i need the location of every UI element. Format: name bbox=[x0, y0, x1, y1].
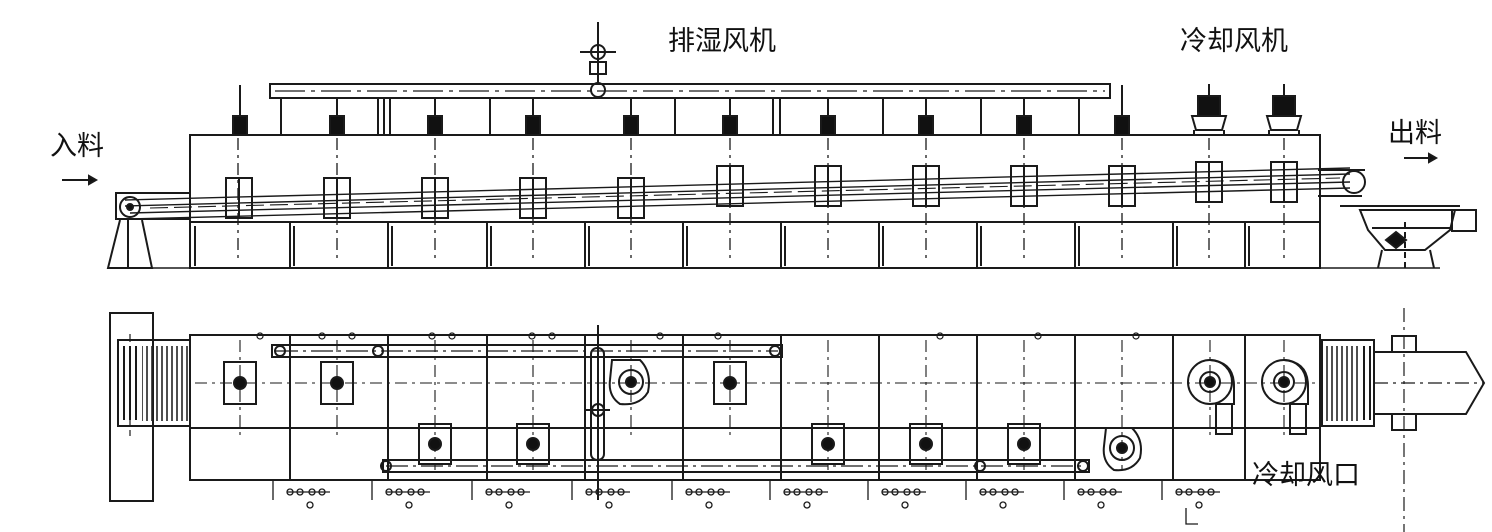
discharge-label: 出料 bbox=[1388, 118, 1442, 149]
burner-trains bbox=[272, 480, 1220, 525]
exhaust-blower-plan-icons bbox=[608, 359, 1142, 472]
cooling-fan-top-icons bbox=[1190, 84, 1303, 135]
duct-droppers bbox=[280, 98, 1080, 135]
circulation-fan-plan-icons bbox=[223, 361, 1041, 465]
cooling-air-outlet-label: 冷却风口 bbox=[1252, 460, 1360, 491]
feed-in-label: 入料 bbox=[50, 131, 104, 162]
exhaust-header-duct bbox=[269, 83, 1111, 99]
exhaust-fan-label: 排湿风机 bbox=[668, 26, 776, 57]
conveyor-belts bbox=[124, 167, 1351, 220]
base-panels bbox=[189, 222, 1250, 268]
plan-view bbox=[109, 308, 1486, 532]
outfeed-roller bbox=[1321, 308, 1486, 532]
cooling-blower-plan-icons bbox=[1187, 359, 1309, 435]
dryer-cabinet bbox=[189, 134, 1321, 269]
feed-in-arrow-icon bbox=[62, 174, 99, 186]
discharge-arrow-icon bbox=[1404, 152, 1439, 164]
infeed-roller bbox=[109, 312, 191, 502]
plan-top-ticks bbox=[256, 332, 1140, 340]
plan-dividers bbox=[289, 335, 1246, 480]
cooling-fan-label: 冷却风机 bbox=[1180, 26, 1288, 57]
infeed-roller-stand bbox=[106, 192, 191, 269]
plan-ducts bbox=[271, 325, 1090, 500]
discharge-end-unit bbox=[1318, 169, 1477, 269]
plan-center-lines bbox=[195, 340, 1320, 470]
exhaust-fan-top-icon bbox=[580, 22, 616, 98]
side-elevation-view bbox=[62, 22, 1477, 269]
circulation-motor-icons bbox=[232, 85, 1130, 136]
